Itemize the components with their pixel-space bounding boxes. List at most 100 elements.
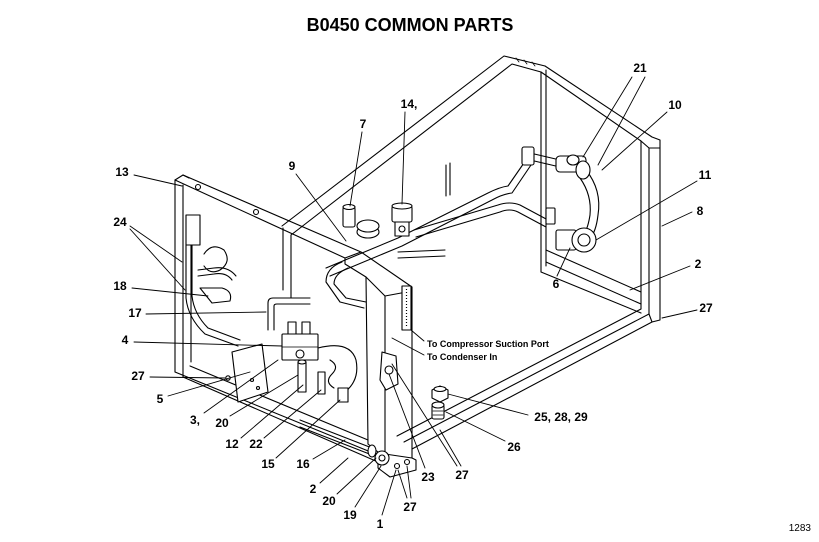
- right-front-post-outer: [648, 147, 661, 323]
- leader-27-left: [149, 376, 226, 379]
- suction-tube-edge: [329, 164, 532, 277]
- leader-24: [129, 225, 186, 291]
- callout-10: 10: [668, 98, 682, 112]
- callout-1: 1: [377, 517, 384, 531]
- leader-21: [582, 76, 646, 166]
- valve-cap-21: [566, 154, 580, 166]
- right-side-lower-rail-edge: [545, 261, 642, 305]
- component-7-top: [342, 203, 356, 211]
- leader-26: [445, 411, 506, 442]
- callout-26: 26: [507, 440, 521, 454]
- callout-9: 9: [289, 159, 296, 173]
- callout-27-bottom: 27: [403, 500, 417, 514]
- callout-2-right: 2: [695, 257, 702, 271]
- leader-15: [275, 399, 341, 459]
- tube-loop: [203, 246, 228, 273]
- leader-14: [401, 111, 406, 205]
- plate-5-hole: [255, 385, 261, 391]
- left-bottom-rail-edge: [182, 376, 379, 463]
- solenoid-port-14: [398, 225, 406, 233]
- left-top-rail-lower: [174, 179, 346, 259]
- left-post-cap: [174, 174, 190, 181]
- callout-21: 21: [633, 61, 647, 75]
- end-cap-19: [374, 450, 390, 466]
- callout-2-bottom: 2: [310, 482, 317, 496]
- front-bottom-rail-middle: [403, 313, 650, 443]
- leader-20-upper: [229, 374, 299, 417]
- bent-tube-edge: [333, 267, 367, 303]
- upper-right-tube-edge: [529, 159, 561, 168]
- leader-7: [349, 131, 363, 207]
- fitting-25-28-29-top: [433, 385, 447, 393]
- coil-ring: [356, 219, 380, 233]
- leader-12: [240, 384, 304, 439]
- left-tube-24: [185, 244, 239, 347]
- callout-16: 16: [296, 457, 310, 471]
- solenoid-body-14: [394, 221, 410, 237]
- right-side-bottom-rail: [540, 271, 642, 314]
- left-bottom-rail-outer: [174, 371, 379, 456]
- wiring-loop: [317, 345, 358, 393]
- bottom-tube-16: [299, 419, 373, 456]
- leader-18: [131, 287, 209, 297]
- front-bottom-rail-outer: [411, 321, 653, 450]
- frame: [174, 55, 661, 478]
- back-top-rail: [281, 55, 546, 227]
- callout-4: 4: [122, 333, 129, 347]
- leader-1: [381, 469, 397, 516]
- relay-4-knob: [295, 349, 305, 359]
- part-26-top: [431, 401, 445, 409]
- callout-22: 22: [249, 437, 263, 451]
- leader-2-right: [629, 265, 691, 291]
- valve-coil-10: [575, 160, 591, 180]
- callout-20-upper: 20: [215, 416, 229, 430]
- callout-8: 8: [697, 204, 704, 218]
- upper-right-tube: [529, 152, 561, 161]
- callout-14: 14,: [401, 97, 418, 111]
- leader-27-bottom: [397, 465, 412, 499]
- rail-hole: [194, 183, 202, 191]
- small-bend-tube: [197, 267, 237, 281]
- figure-number: 1283: [789, 523, 812, 534]
- leader-27-center: [391, 363, 462, 467]
- foot-hole: [403, 458, 411, 466]
- callout-11: 11: [699, 168, 712, 182]
- bent-tube: [325, 261, 365, 309]
- valve-to-water-valve-tube-edge: [579, 177, 591, 235]
- callout-27-center: 27: [455, 468, 469, 482]
- leader-8: [661, 211, 693, 227]
- part-26-thread: [432, 410, 444, 416]
- leader-25-28-29: [447, 393, 529, 416]
- leader-10: [601, 111, 668, 171]
- callout-18: 18: [113, 279, 127, 293]
- callout-5: 5: [157, 392, 164, 406]
- left-upright-bracket: [185, 214, 201, 246]
- leader-6: [556, 247, 571, 277]
- note-condenser-in: To Condenser In: [427, 352, 497, 362]
- leader-9: [295, 173, 347, 242]
- callout-13: 13: [115, 165, 129, 179]
- rod-22: [317, 371, 326, 395]
- callout-15: 15: [261, 457, 275, 471]
- plate-5: [231, 343, 269, 403]
- tube-17: [267, 297, 311, 331]
- callout-27-left: 27: [131, 369, 145, 383]
- sensor-23: [379, 351, 399, 391]
- leader-suction-note: [410, 329, 425, 342]
- leader-19: [354, 465, 382, 508]
- valve-outlet-tube-edge: [415, 209, 547, 238]
- leader-17: [145, 311, 267, 315]
- callout-3: 3,: [190, 413, 200, 427]
- water-valve-11-inner: [577, 233, 591, 247]
- callout-27-right: 27: [699, 301, 713, 315]
- end-cap-19-inner: [378, 454, 386, 462]
- callout-23: 23: [421, 470, 435, 484]
- leader-11: [595, 180, 698, 241]
- diagram-title: B0450 COMMON PARTS: [307, 15, 514, 35]
- back-rail-tick-marks: [515, 57, 536, 67]
- note-compressor-suction-port: To Compressor Suction Port: [427, 339, 549, 349]
- callout-7: 7: [360, 117, 367, 131]
- leader-lines: [129, 76, 698, 516]
- spring-wire: [327, 359, 337, 389]
- foot-hole: [393, 462, 401, 470]
